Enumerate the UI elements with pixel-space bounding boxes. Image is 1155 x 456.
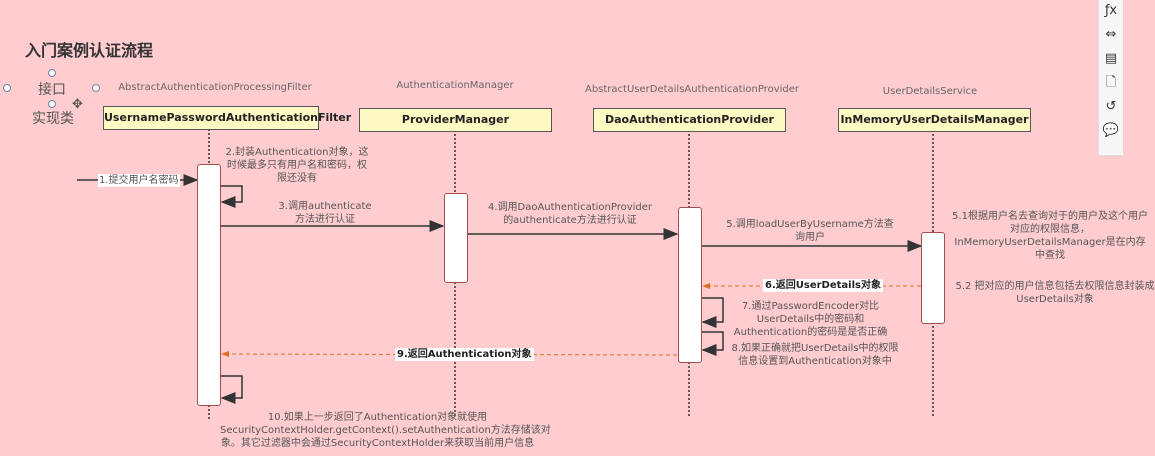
participant-provider-manager[interactable]: ProviderManager — [359, 108, 552, 132]
interface-label: UserDetailsService — [882, 86, 978, 97]
participant-inmemory-manager[interactable]: InMemoryUserDetailsManager — [838, 108, 1031, 132]
history-icon[interactable]: ↺ — [1105, 99, 1117, 114]
message-1-label: 1.提交用户名密码 — [98, 174, 180, 187]
message-3-label: 3.调用authenticate 方法进行认证 — [278, 201, 372, 225]
legend-impl-label[interactable]: 实现类 — [32, 111, 74, 127]
arrow-m8 — [701, 331, 724, 356]
selection-handle-top[interactable] — [48, 69, 56, 77]
message-5-label: 5.调用loadUserByUsername方法查 询用户 — [726, 219, 894, 243]
message-5-2-label: 5.2 把对应的用户信息包括去权限信息封装成 UserDetails对象 — [955, 281, 1155, 305]
selection-handle-left[interactable] — [3, 84, 11, 92]
legend-interface-label[interactable]: 接口 — [38, 82, 66, 98]
move-cursor-icon: ✥ — [72, 97, 83, 112]
formula-icon[interactable]: ƒx — [1104, 3, 1118, 18]
side-toolbar: ƒx ⇔ ▤ 🗋 ↺ 💬 — [1098, 0, 1123, 156]
page-title: 入门案例认证流程 — [25, 41, 154, 60]
message-7-label: 7.通过PasswordEncoder对比 UserDetails中的密码和 A… — [733, 301, 888, 338]
message-10-label: 10.如果上一步返回了Authentication对象就使用 SecurityC… — [220, 412, 551, 449]
message-5-1-label: 5.1根据用户名去查询对于的用户及这个用户 对应的权限信息， InMemoryU… — [952, 211, 1148, 261]
activation-inmemory-manager[interactable] — [921, 232, 945, 324]
message-2-label: 2.封装Authentication对象，这 时候最多只有用户名和密码，权 限还… — [225, 147, 369, 184]
participant-filter[interactable]: UsernamePasswordAuthenticationFilter — [103, 106, 351, 130]
copy-page-icon[interactable]: ▤ — [1104, 51, 1118, 66]
arrow-m2 — [220, 185, 243, 208]
message-9-label: 9.返回Authentication对象 — [395, 348, 534, 361]
page-icon[interactable]: 🗋 — [1105, 75, 1117, 90]
participant-dao-provider[interactable]: DaoAuthenticationProvider — [593, 108, 786, 132]
interface-label: AbstractUserDetailsAuthenticationProvide… — [584, 84, 800, 95]
arrow-m10 — [220, 375, 243, 404]
comment-icon[interactable]: 💬 — [1102, 123, 1120, 138]
activation-filter[interactable] — [197, 164, 221, 406]
message-8-label: 8.如果正确就把UserDetails中的权限 信息设置到Authenticat… — [731, 343, 899, 367]
message-4-label: 4.调用DaoAuthenticationProvider 的authentic… — [487, 202, 653, 226]
selection-handle-right[interactable] — [92, 84, 100, 92]
activation-provider-manager[interactable] — [444, 193, 468, 283]
activation-dao-provider[interactable] — [678, 207, 702, 363]
selection-handle-bottom[interactable] — [48, 100, 56, 108]
message-6-label: 6.返回UserDetails对象 — [763, 279, 883, 292]
interface-label: AbstractAuthenticationProcessingFilter — [118, 82, 312, 93]
resize-icon[interactable]: ⇔ — [1105, 27, 1117, 42]
interface-label: AuthenticationManager — [396, 80, 514, 91]
arrow-m7 — [701, 297, 724, 328]
